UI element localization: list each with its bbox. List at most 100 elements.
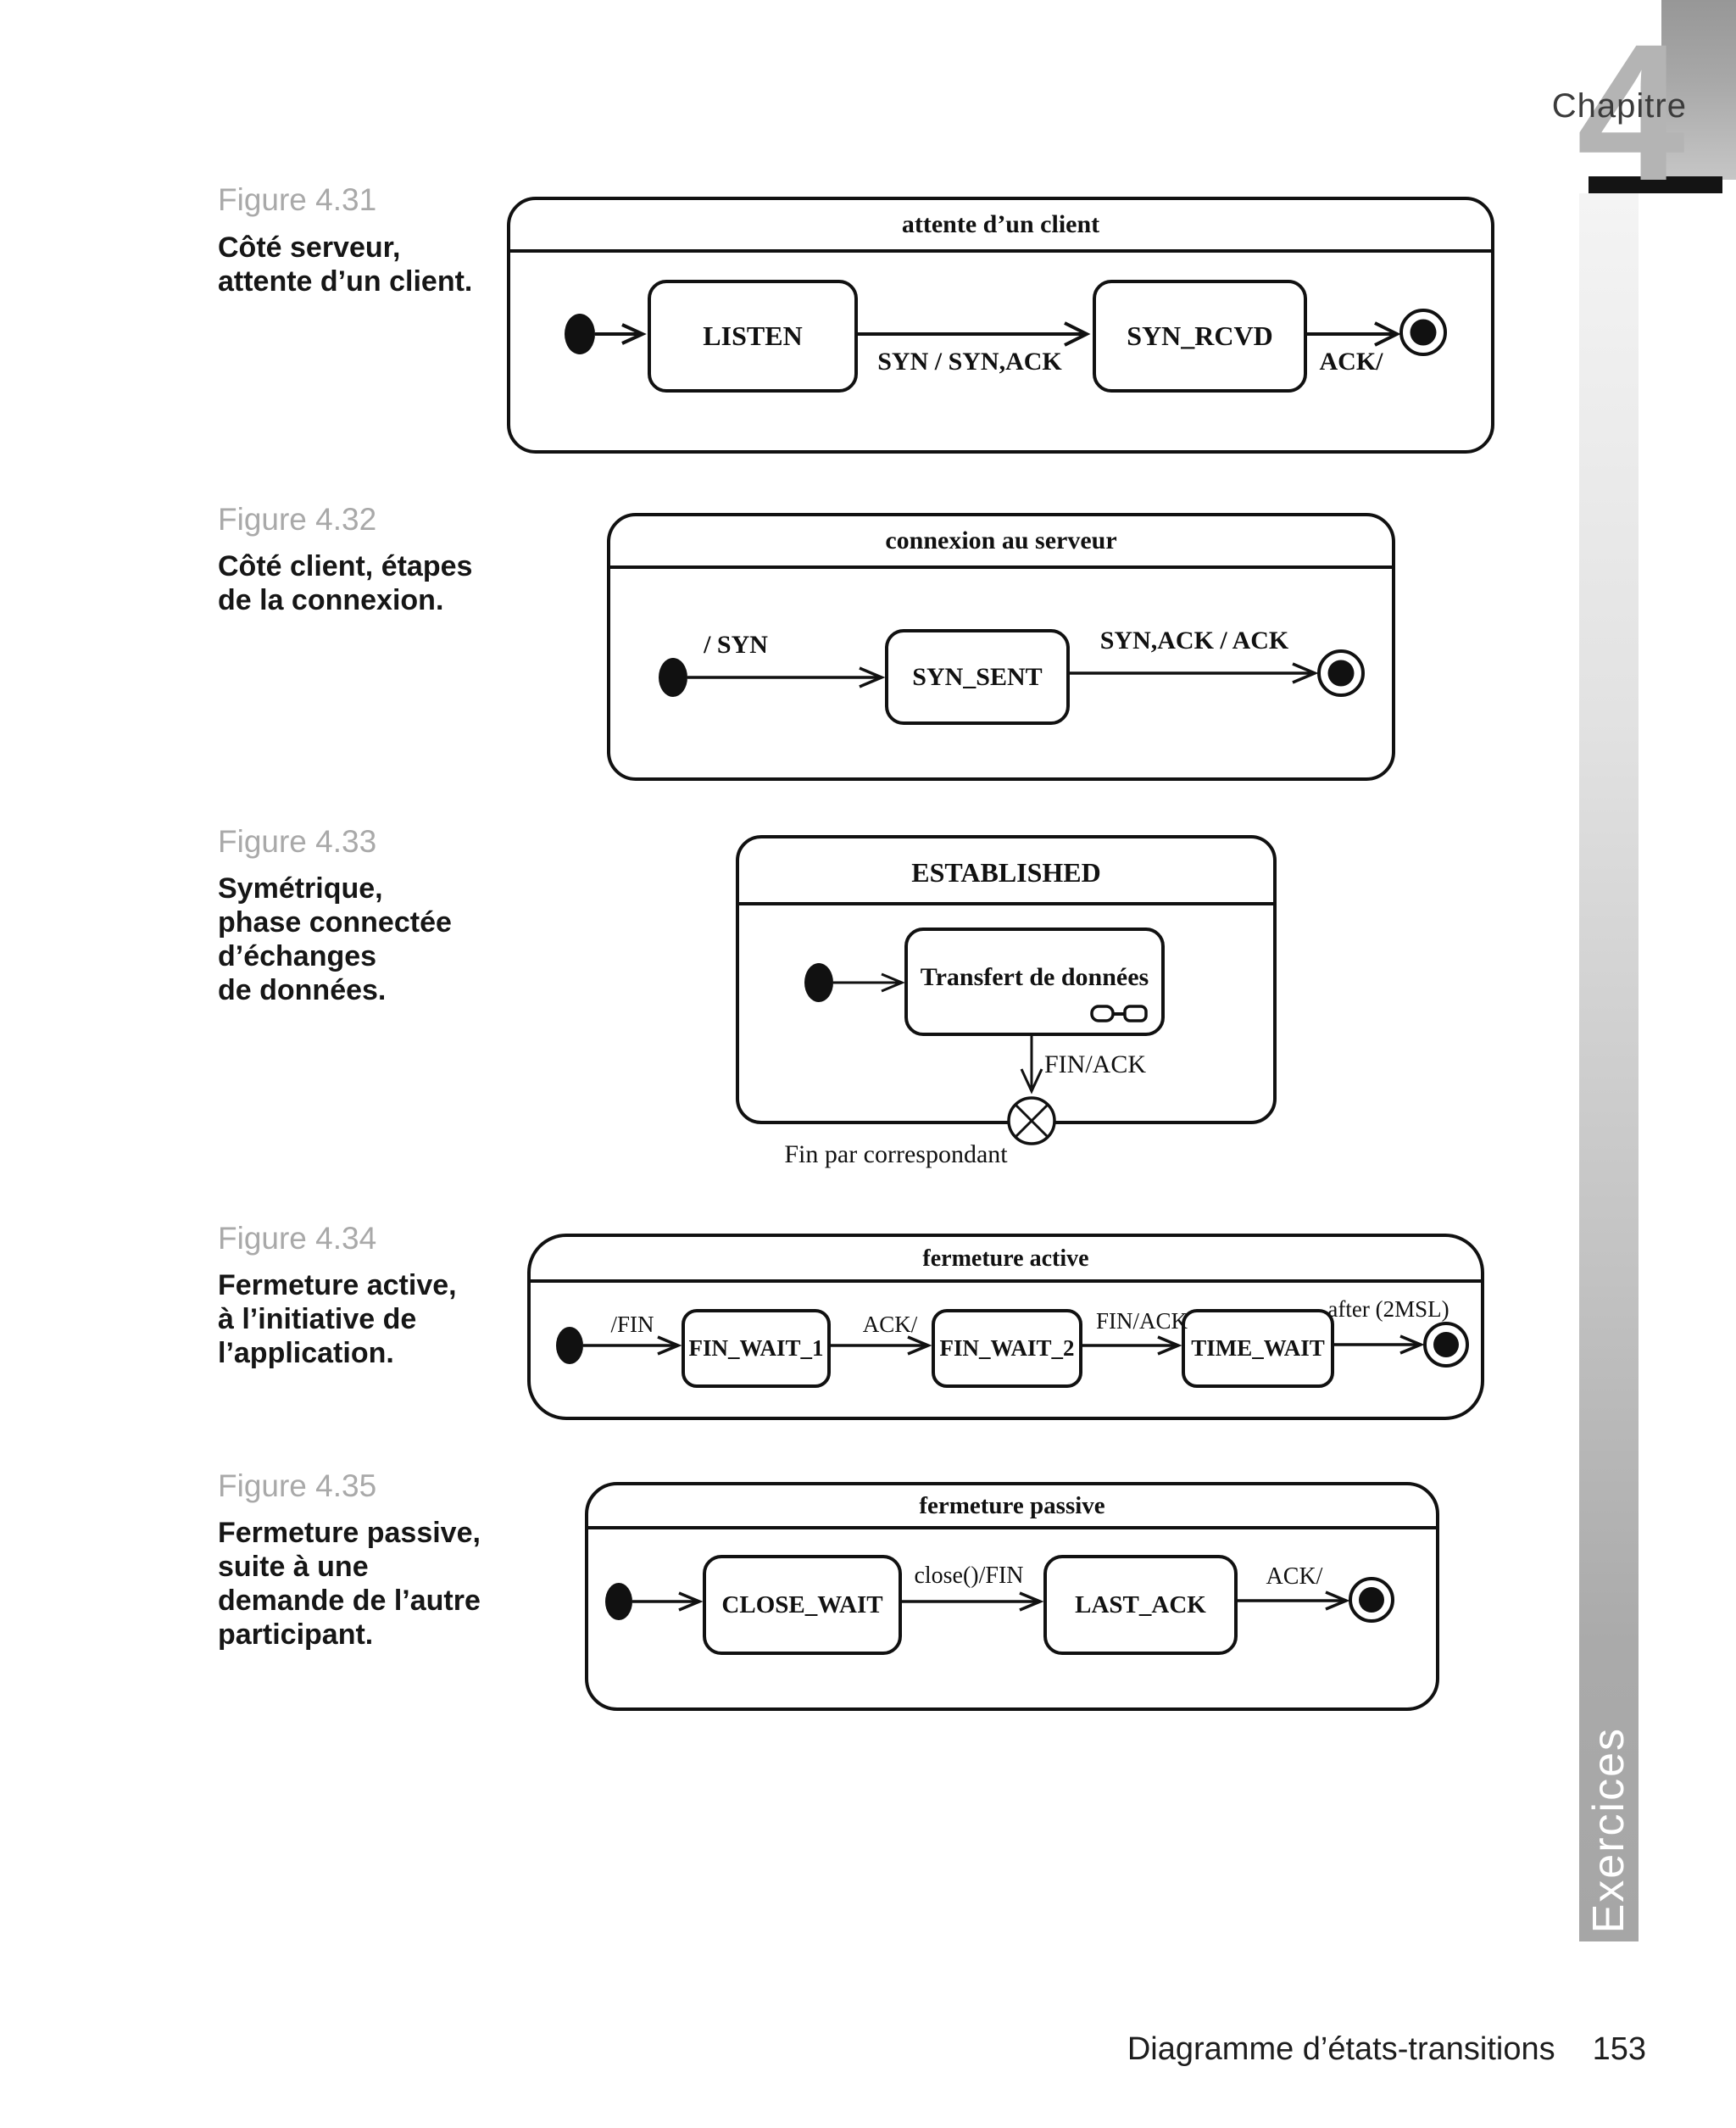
chapter-gradient-band	[1661, 0, 1736, 180]
transition-label: ACK/	[1319, 348, 1383, 376]
exit-point-caption: Fin par correspondant	[784, 1140, 1008, 1168]
diagram-435-title: fermeture passive	[919, 1492, 1105, 1519]
caption-line: Fermeture passive,	[218, 1517, 481, 1549]
diagram-431-canvas	[565, 309, 1447, 356]
final-state-icon	[1399, 309, 1447, 356]
caption-line: Côté client, étapes	[218, 550, 473, 582]
state-transfert-donnees: Transfert de données	[904, 928, 1165, 1036]
state-syn-rcvd: SYN_RCVD	[1093, 280, 1307, 393]
caption-line: de données.	[218, 974, 387, 1006]
transition-arrow	[897, 1591, 1044, 1612]
transition-arrow	[1232, 1590, 1350, 1611]
caption-line: participant.	[218, 1618, 374, 1651]
diagram-433-canvas	[804, 963, 1056, 1145]
state-label: Transfert de données	[920, 963, 1149, 991]
diagram-435-canvas	[605, 1577, 1394, 1623]
caption-line: phase connectée	[218, 906, 452, 939]
final-state-icon	[1349, 1577, 1394, 1623]
transition-arrow	[595, 323, 647, 345]
figure-435-caption: Fermeture passive, suite à une demande d…	[218, 1516, 506, 1652]
transition-arrow	[1302, 321, 1401, 347]
transition-label: SYN / SYN,ACK	[877, 348, 1062, 376]
transition-label: ACK/	[1266, 1563, 1323, 1590]
diagram-432-frame: connexion au serveur SYN_SENT / SYN SYN,…	[607, 513, 1395, 781]
transition-arrow	[583, 1335, 682, 1356]
figure-431-label: Figure 4.31	[218, 182, 377, 217]
caption-line: l’application.	[218, 1337, 394, 1369]
initial-state-icon	[659, 658, 687, 697]
transition-arrow	[1329, 1334, 1425, 1355]
diagram-432-canvas	[659, 649, 1365, 697]
chapter-underline-bar	[1589, 176, 1722, 193]
final-state-icon	[1317, 649, 1365, 697]
diagram-432-title: connexion au serveur	[885, 526, 1117, 554]
caption-line: de la connexion.	[218, 584, 444, 616]
caption-line: attente d’un client.	[218, 265, 473, 298]
diagram-434-canvas	[556, 1322, 1469, 1368]
transition-arrow	[826, 1335, 932, 1356]
caption-line: Fermeture active,	[218, 1269, 457, 1301]
state-fin-wait-2: FIN_WAIT_2	[932, 1309, 1082, 1388]
transition-label: FIN/ACK	[1044, 1050, 1147, 1078]
chapter-label: Chapitre	[1551, 87, 1687, 125]
figure-432-caption: Côté client, étapes de la connexion.	[218, 549, 506, 617]
caption-line: Côté serveur,	[218, 231, 401, 264]
chapter-number: 4	[1577, 3, 1685, 221]
figure-434-caption: Fermeture active, à l’initiative de l’ap…	[218, 1268, 506, 1370]
state-last-ack: LAST_ACK	[1043, 1555, 1238, 1655]
footer-page-number: 153	[1592, 2031, 1646, 2067]
caption-line: à l’initiative de	[218, 1303, 417, 1335]
figure-435-label: Figure 4.35	[218, 1468, 377, 1503]
transition-label: after (2MSL)	[1327, 1296, 1449, 1322]
figure-433-label: Figure 4.33	[218, 824, 377, 859]
figure-434-label: Figure 4.34	[218, 1221, 377, 1256]
transition-label: SYN,ACK / ACK	[1099, 627, 1289, 655]
figure-433-caption: Symétrique, phase connectée d’échanges d…	[218, 872, 506, 1007]
diagram-434-separator	[531, 1279, 1481, 1283]
sidebar-label: Exercices	[1584, 1726, 1633, 1933]
caption-line: Symétrique,	[218, 872, 383, 905]
diagram-431-frame: attente d’un client LISTEN	[507, 197, 1494, 454]
initial-state-icon	[556, 1327, 583, 1364]
transition-arrow	[687, 666, 886, 688]
diagram-433-frame: ESTABLISHED Transfert de données	[736, 835, 1277, 1145]
footer-section-title: Diagramme d’états-transitions	[1127, 2031, 1555, 2067]
transition-label: close()/FIN	[914, 1563, 1024, 1589]
initial-state-icon	[804, 963, 833, 1002]
transition-arrow	[632, 1591, 704, 1612]
transition-arrow	[853, 321, 1091, 347]
state-fin-wait-1: FIN_WAIT_1	[682, 1309, 831, 1388]
state-close-wait: CLOSE_WAIT	[703, 1555, 902, 1655]
transition-label: FIN/ACK	[1095, 1308, 1188, 1334]
diagram-432-separator	[610, 565, 1392, 569]
caption-line: demande de l’autre	[218, 1585, 481, 1617]
initial-state-icon	[605, 1583, 632, 1620]
caption-line: suite à une	[218, 1551, 369, 1583]
diagram-434-frame: fermeture active	[527, 1234, 1484, 1420]
diagram-431-separator	[510, 249, 1491, 253]
page-footer: Diagramme d’états-transitions 153	[1127, 2031, 1646, 2068]
transition-label: / SYN	[704, 631, 768, 659]
transition-arrow	[1020, 1036, 1043, 1095]
final-state-icon	[1423, 1322, 1469, 1368]
figure-431-caption: Côté serveur, attente d’un client.	[218, 231, 506, 298]
exit-point-icon	[1007, 1096, 1056, 1145]
caption-line: d’échanges	[218, 940, 377, 972]
state-time-wait: TIME_WAIT	[1182, 1309, 1334, 1388]
initial-state-icon	[565, 314, 595, 354]
transition-label: /FIN	[610, 1312, 654, 1337]
composite-state-icon	[1090, 1005, 1148, 1022]
diagram-435-frame: fermeture passive CLOSE_WAIT	[585, 1482, 1439, 1711]
diagram-434-title: fermeture active	[922, 1245, 1089, 1272]
transition-arrow	[833, 972, 905, 993]
diagram-431-title: attente d’un client	[901, 210, 1100, 238]
diagram-433-title: ESTABLISHED	[911, 857, 1101, 888]
figure-432-label: Figure 4.32	[218, 502, 377, 537]
diagram-435-separator	[588, 1526, 1436, 1529]
state-syn-sent: SYN_SENT	[885, 629, 1070, 725]
exercices-sidebar-band: Exercices	[1579, 193, 1639, 1941]
state-listen: LISTEN	[648, 280, 858, 393]
transition-arrow	[1077, 1335, 1182, 1356]
transition-arrow	[1065, 662, 1319, 684]
